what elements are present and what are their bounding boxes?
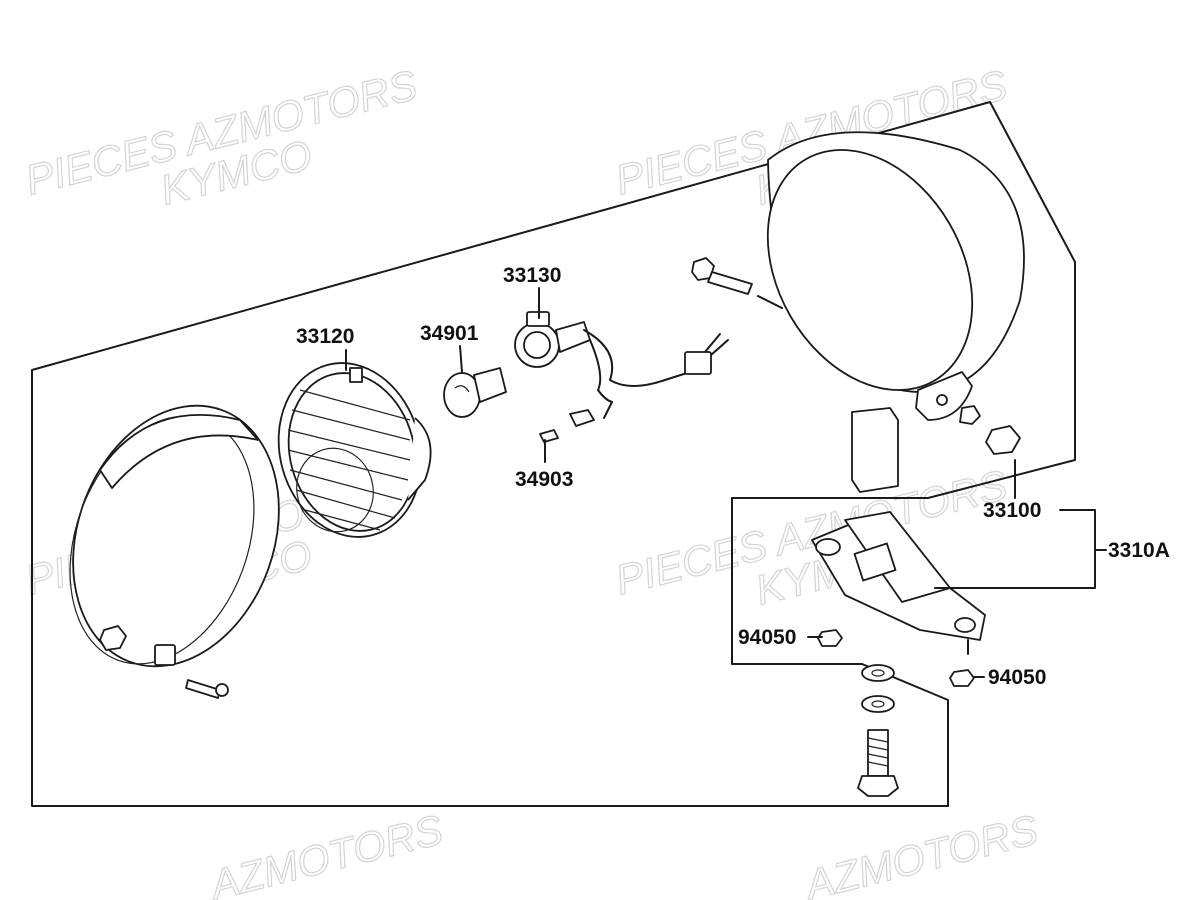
headlight-bulb (443, 367, 507, 418)
callouts: 33120 34901 33130 34903 33100 3310A 9405… (296, 264, 1170, 689)
callout-33100: 33100 (983, 499, 1041, 522)
callout-33120: 33120 (296, 325, 354, 348)
callout-3310A: 3310A (1108, 539, 1170, 562)
callout-94050-left: 94050 (738, 626, 796, 649)
bulb-socket-harness (514, 311, 729, 443)
leader-lines (345, 287, 1107, 678)
callout-33130: 33130 (503, 264, 561, 287)
callout-34903: 34903 (515, 468, 573, 491)
watermark-text: AZMOTORS (203, 806, 447, 900)
watermark-text: AZMOTORS (798, 806, 1042, 900)
headlight-rim (69, 404, 280, 699)
mounting-bracket (811, 511, 986, 687)
callout-94050-right: 94050 (988, 666, 1046, 689)
headlight-lens (277, 362, 432, 538)
bracket-washers-bolt (857, 664, 899, 797)
headlight-housing (766, 131, 1025, 499)
housing-bolt (691, 257, 783, 309)
callout-34901: 34901 (420, 322, 479, 345)
